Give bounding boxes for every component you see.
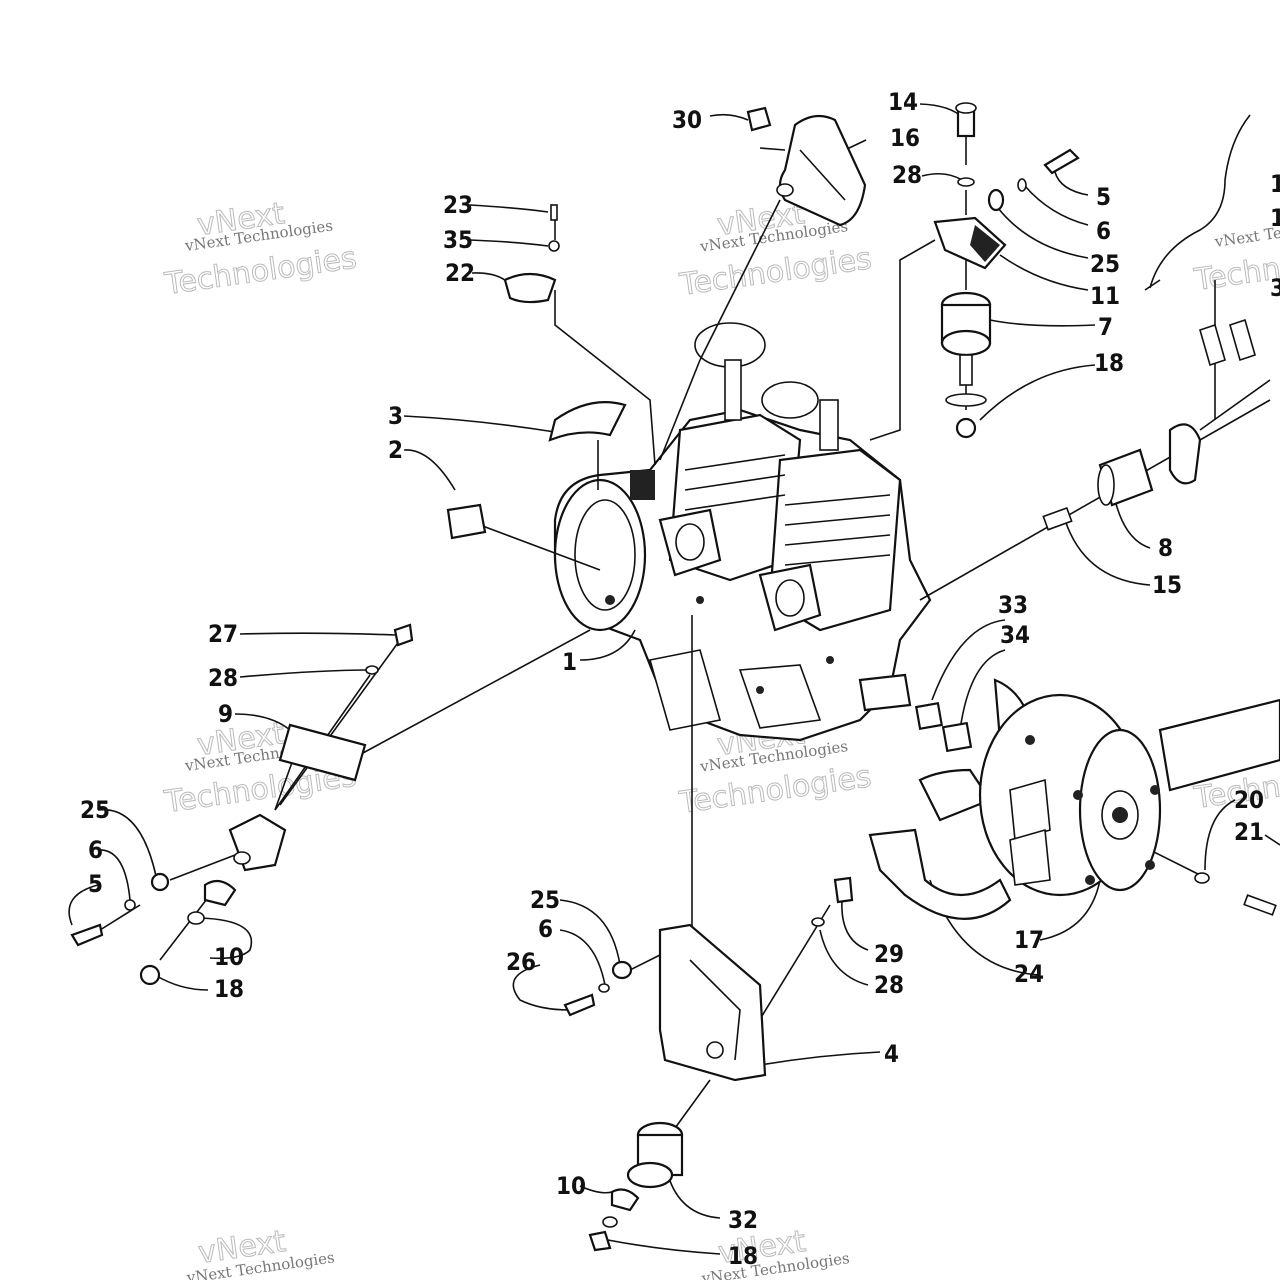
screw-part xyxy=(550,204,558,221)
callout-label: 6 xyxy=(1096,217,1111,245)
callout-label: 18 xyxy=(728,1242,758,1270)
callout-label: 5 xyxy=(88,870,103,898)
callout-label: 20 xyxy=(1234,786,1264,814)
decal-part xyxy=(446,503,487,540)
callout-label: 7 xyxy=(1098,313,1113,341)
callout-label: 2 xyxy=(388,436,403,464)
callout-label: 28 xyxy=(892,161,922,189)
callout-label: 17 xyxy=(1014,926,1044,954)
belt-part xyxy=(1158,698,1280,792)
leader-lines xyxy=(68,103,1280,1255)
washer-part xyxy=(124,899,136,911)
washer-part xyxy=(1194,872,1210,884)
callout-label: 25 xyxy=(530,886,560,914)
drive-clutch-assembly xyxy=(868,678,1280,920)
watermark-right-top: vNext Technologies Technologies xyxy=(1191,212,1280,298)
nut-part xyxy=(588,1230,612,1252)
bolt-part xyxy=(1243,894,1277,916)
callout-label: 30 xyxy=(672,106,702,134)
callout-label: 3 xyxy=(1270,274,1280,302)
callout-label: 25 xyxy=(80,796,110,824)
bolt-part xyxy=(393,623,414,647)
callout-label: 16 xyxy=(890,124,920,152)
watermark-top-left: vNext vNext Technologies Technologies xyxy=(161,196,359,303)
callout-label: 15 xyxy=(1152,571,1182,599)
callout-label: 11 xyxy=(1090,282,1120,310)
callout-label: 29 xyxy=(874,940,904,968)
callout-label: 23 xyxy=(443,191,473,219)
bolt-part xyxy=(563,993,596,1017)
callout-label: 32 xyxy=(728,1206,758,1234)
washer-part xyxy=(150,872,170,892)
callout-label: 1 xyxy=(1270,170,1280,198)
callout-label: 26 xyxy=(506,948,536,976)
callout-label: 25 xyxy=(1090,250,1120,278)
engine-assembly xyxy=(553,322,932,742)
callout-label: 18 xyxy=(214,975,244,1003)
plate-part xyxy=(278,723,367,782)
washer-part xyxy=(365,665,379,675)
washer-part xyxy=(987,188,1005,212)
callout-label: 5 xyxy=(1096,183,1111,211)
callout-label: 28 xyxy=(874,971,904,999)
cover-part xyxy=(503,272,557,304)
bolt-part xyxy=(70,923,104,947)
callout-label: 6 xyxy=(538,915,553,943)
watermark-bottom-center: vNext vNext Technologies xyxy=(700,1224,851,1280)
callout-label: 9 xyxy=(218,700,233,728)
nut-part xyxy=(139,964,161,986)
clip-part xyxy=(746,106,772,132)
callout-label: 34 xyxy=(1000,621,1030,649)
bracket-part xyxy=(1168,423,1202,485)
washer-part xyxy=(957,177,975,187)
washer-part xyxy=(548,240,560,252)
washer-part xyxy=(811,917,825,927)
washer-part xyxy=(598,983,610,993)
callout-label: 8 xyxy=(1158,534,1173,562)
spacer-part xyxy=(610,1188,640,1212)
stud-part xyxy=(1042,506,1073,531)
callout-label: 28 xyxy=(208,664,238,692)
callout-label: 6 xyxy=(88,836,103,864)
callout-label: 18 xyxy=(1094,349,1124,377)
callout-label: 21 xyxy=(1234,818,1264,846)
nut-part xyxy=(955,417,977,439)
callout-label: 35 xyxy=(443,226,473,254)
watermark-bottom-left: vNext vNext Technologies xyxy=(185,1224,336,1280)
callout-label: 22 xyxy=(445,259,475,287)
callout-label: 10 xyxy=(214,943,244,971)
spacer-part xyxy=(941,721,973,753)
washer-part xyxy=(1017,178,1027,192)
callout-label: 3 xyxy=(388,402,403,430)
callout-label: 1 xyxy=(1270,204,1280,232)
callout-label: 14 xyxy=(888,88,918,116)
callout-label: 24 xyxy=(1014,960,1044,988)
washer-part xyxy=(611,960,633,980)
callout-labels: 30 14 16 28 5 6 25 11 7 18 23 35 22 3 2 … xyxy=(80,88,1280,1270)
hardware-parts xyxy=(70,102,1277,1252)
spacer-part xyxy=(203,879,237,907)
spacer-part xyxy=(914,701,944,731)
callout-label: 4 xyxy=(884,1040,899,1068)
callout-label: 27 xyxy=(208,620,238,648)
belt-part xyxy=(868,828,1012,920)
bolt-part xyxy=(1043,148,1080,175)
bolt-part xyxy=(833,876,854,904)
callout-label: 33 xyxy=(998,591,1028,619)
decal-part xyxy=(548,401,627,442)
callout-label: 1 xyxy=(562,648,577,676)
callout-label: 10 xyxy=(556,1172,586,1200)
